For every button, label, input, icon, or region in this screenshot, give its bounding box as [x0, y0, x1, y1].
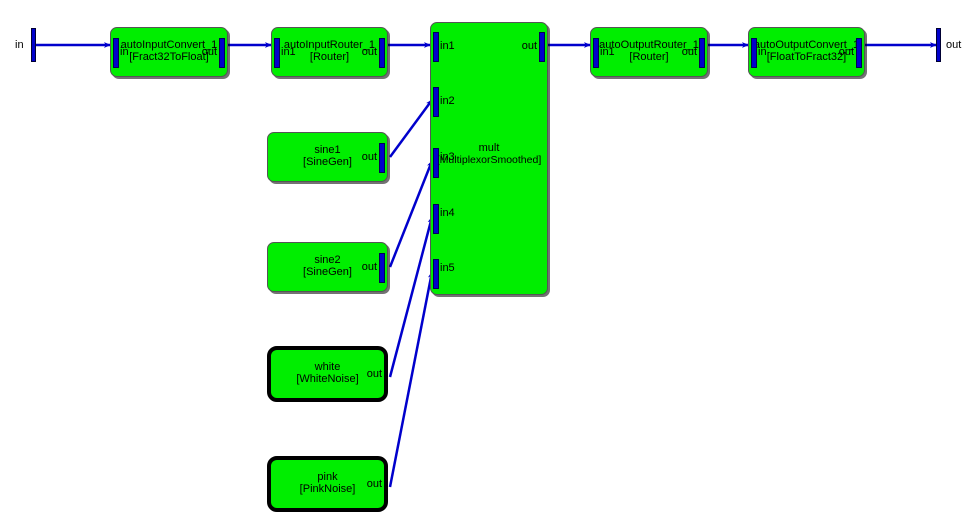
block-sine2-name: sine2 — [314, 254, 341, 266]
block-autoinputconvert-name: autoInputConvert_1 — [120, 39, 218, 51]
block-autooutputrouter[interactable]: autoOutputRouter_1 [Router] in1 out — [590, 27, 708, 77]
port-label-white-out: out — [366, 368, 382, 380]
port-mult-out[interactable] — [539, 32, 545, 62]
port-label-autooutputrouter-in1: in1 — [600, 46, 615, 58]
block-sine1-type: [SineGen] — [303, 156, 352, 168]
block-autooutputconvert-name: autoOutputConvert_1 — [753, 39, 860, 51]
block-mult-type: [MultiplexorSmoothed] — [436, 154, 542, 167]
port-label-mult-in3: in3 — [440, 151, 455, 163]
output-terminal-label: out — [946, 39, 962, 51]
block-autoinputconvert[interactable]: autoInputConvert_1 [Fract32ToFloat] in o… — [110, 27, 228, 77]
block-sine2[interactable]: sine2 [SineGen] out — [267, 242, 388, 292]
block-mult-name: mult — [478, 142, 500, 155]
port-autoinputconvert-in[interactable] — [113, 38, 119, 68]
port-label-autooutputconvert-out: out — [838, 46, 854, 58]
port-label-mult-in5: in5 — [440, 262, 455, 274]
port-autoinputrouter-out[interactable] — [379, 38, 385, 68]
block-white[interactable]: white [WhiteNoise] out — [267, 346, 388, 402]
block-autoinputrouter-type: [Router] — [309, 51, 350, 63]
block-pink-name: pink — [317, 471, 338, 483]
block-pink[interactable]: pink [PinkNoise] out — [267, 456, 388, 512]
port-label-sine2-out: out — [361, 261, 377, 273]
port-autoinputrouter-in1[interactable] — [274, 38, 280, 68]
input-terminal[interactable] — [31, 28, 36, 62]
port-label-autoinputrouter-out: out — [361, 46, 377, 58]
port-label-mult-in2: in2 — [440, 95, 455, 107]
block-autooutputconvert-type: [FloatToFract32] — [766, 51, 847, 63]
port-label-mult-out: out — [521, 40, 537, 52]
wire-sine1-to-mult-in2 — [388, 99, 434, 158]
port-autoinputconvert-out[interactable] — [219, 38, 225, 68]
block-autoinputrouter-name: autoInputRouter_1 — [283, 39, 376, 51]
port-label-autoinputconvert-out: out — [201, 46, 217, 58]
port-autooutputconvert-out[interactable] — [856, 38, 862, 68]
block-white-type: [WhiteNoise] — [296, 373, 359, 385]
port-label-autoinputrouter-in1: in1 — [281, 46, 296, 58]
port-label-mult-in1: in1 — [440, 40, 455, 52]
block-autooutputrouter-type: [Router] — [629, 51, 669, 63]
port-label-mult-in4: in4 — [440, 207, 455, 219]
block-sine1[interactable]: sine1 [SineGen] out — [267, 132, 388, 182]
wire-white-to-mult-in4 — [388, 216, 434, 378]
block-autoinputrouter[interactable]: autoInputRouter_1 [Router] in1 out — [271, 27, 388, 77]
port-mult-in4[interactable] — [433, 204, 439, 234]
block-mult[interactable]: mult [MultiplexorSmoothed] in1 in2 in3 i… — [430, 22, 548, 295]
wire-sine2-to-mult-in3 — [388, 160, 434, 268]
block-pink-type: [PinkNoise] — [299, 483, 356, 495]
output-terminal[interactable] — [936, 28, 941, 62]
block-sine2-type: [SineGen] — [303, 266, 352, 278]
block-white-name: white — [314, 361, 341, 373]
block-autooutputconvert[interactable]: autoOutputConvert_1 [FloatToFract32] in … — [748, 27, 865, 77]
input-terminal-label: in — [15, 39, 24, 51]
block-autoinputconvert-type: [Fract32ToFloat] — [129, 51, 209, 63]
port-mult-in5[interactable] — [433, 259, 439, 289]
port-autooutputconvert-in[interactable] — [751, 38, 757, 68]
port-autooutputrouter-out[interactable] — [699, 38, 705, 68]
wire-pink-to-mult-in5 — [388, 271, 434, 488]
block-autooutputrouter-name: autoOutputRouter_1 — [599, 39, 699, 51]
port-mult-in3[interactable] — [433, 148, 439, 178]
port-label-pink-out: out — [366, 478, 382, 490]
port-sine2-out[interactable] — [379, 253, 385, 283]
port-label-autooutputrouter-out: out — [681, 46, 697, 58]
port-autooutputrouter-in1[interactable] — [593, 38, 599, 68]
port-mult-in2[interactable] — [433, 87, 439, 117]
port-label-autoinputconvert-in: in — [120, 46, 129, 58]
port-mult-in1[interactable] — [433, 32, 439, 62]
block-sine1-name: sine1 — [314, 144, 341, 156]
port-sine1-out[interactable] — [379, 143, 385, 173]
port-label-autooutputconvert-in: in — [758, 46, 767, 58]
port-label-sine1-out: out — [361, 151, 377, 163]
